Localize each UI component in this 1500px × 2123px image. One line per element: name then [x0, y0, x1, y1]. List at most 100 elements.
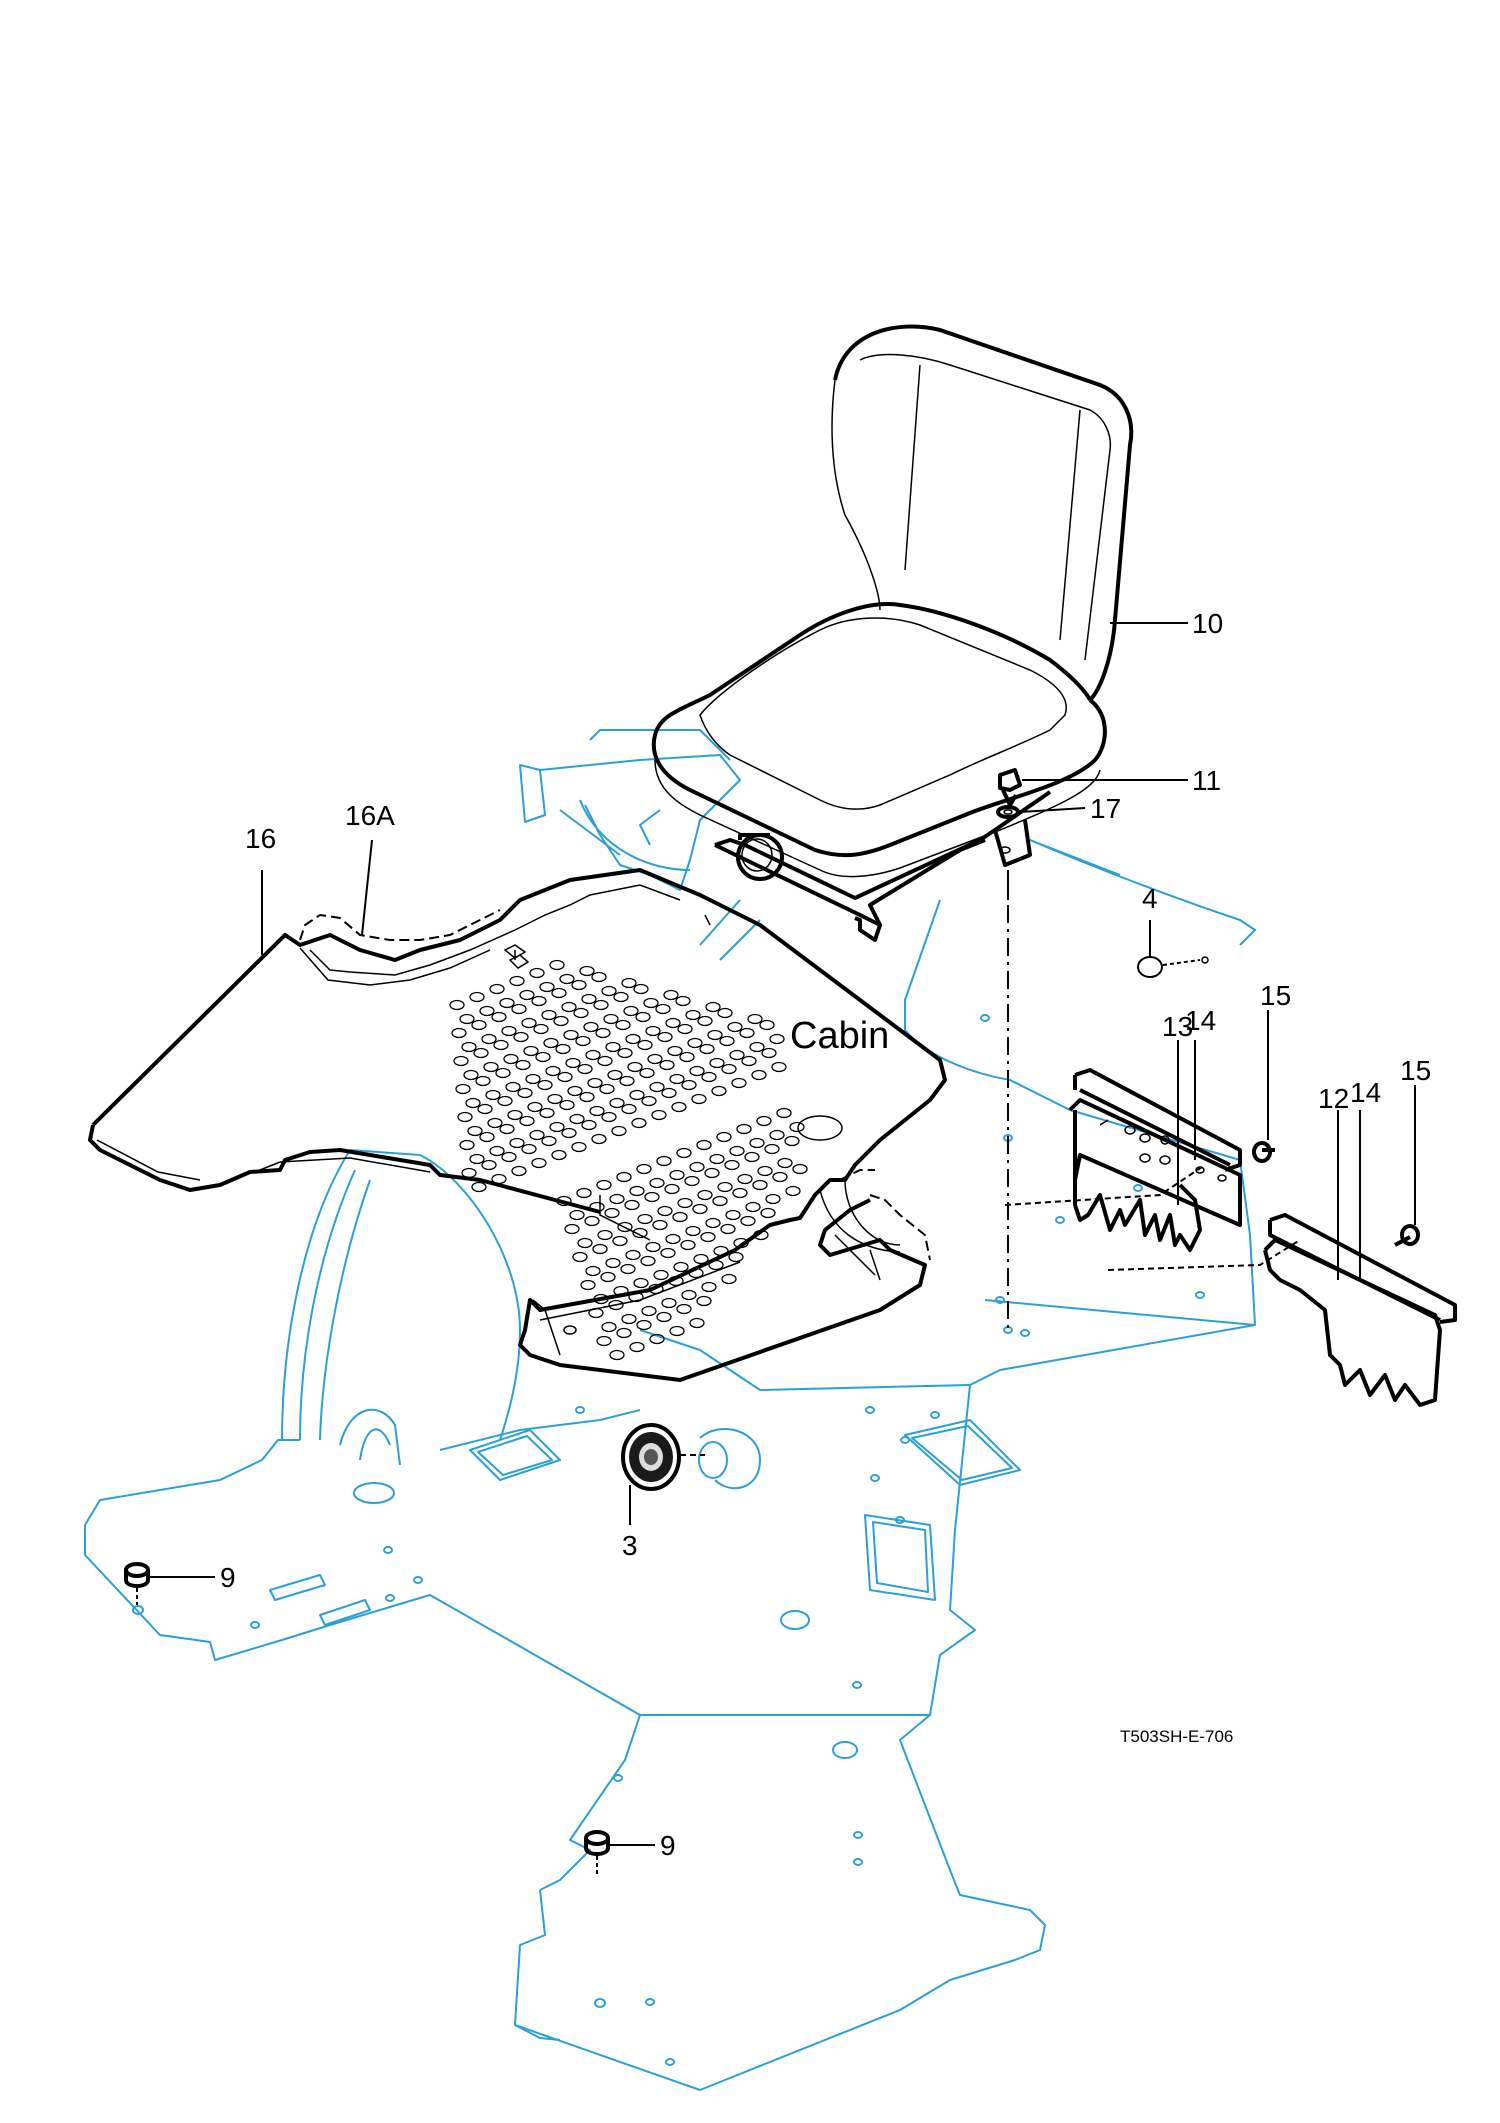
tread-oval: [720, 1223, 736, 1235]
tread-oval: [577, 1063, 593, 1075]
tread-oval: [461, 1041, 477, 1053]
drawing-code: T503SH-E-706: [1120, 1727, 1233, 1746]
tread-oval: [604, 1207, 620, 1219]
tread-oval: [739, 1027, 755, 1039]
tread-oval: [777, 1157, 793, 1169]
tread-oval: [716, 1131, 732, 1143]
tread-oval: [669, 1073, 685, 1085]
tread-oval: [697, 1189, 713, 1201]
callout-15-lower: 15: [1400, 1055, 1431, 1086]
tread-oval: [660, 1247, 676, 1259]
tread-oval: [600, 1271, 616, 1283]
tread-oval: [499, 997, 515, 1009]
tread-oval: [519, 1115, 535, 1127]
tread-oval: [725, 1209, 741, 1221]
tread-oval: [585, 1049, 601, 1061]
tread-oval: [521, 1017, 537, 1029]
tread-oval: [499, 1123, 515, 1135]
tread-oval: [620, 1263, 636, 1275]
tread-oval: [584, 1215, 600, 1227]
floor-mat: [88, 868, 947, 1382]
tread-oval: [581, 993, 597, 1005]
tread-oval: [593, 1293, 609, 1305]
tread-oval: [531, 1157, 547, 1169]
tread-oval: [539, 1107, 555, 1119]
tread-oval: [736, 1123, 752, 1135]
tread-oval: [555, 1043, 571, 1055]
tread-oval: [509, 1137, 525, 1149]
tread-oval: [789, 1121, 805, 1133]
tread-oval: [541, 1009, 557, 1021]
tread-oval: [692, 1203, 708, 1215]
tread-oval: [473, 1047, 489, 1059]
tread-oval: [629, 1185, 645, 1197]
tread-oval: [679, 1051, 695, 1063]
tread-oval: [673, 1261, 689, 1273]
tread-oval: [491, 1173, 507, 1185]
callout-15-upper: 15: [1260, 980, 1291, 1011]
tread-oval: [467, 1125, 483, 1137]
tread-oval: [704, 1167, 720, 1179]
tread-oval: [696, 1295, 712, 1307]
tread-oval: [561, 1001, 577, 1013]
tread-oval: [477, 1103, 493, 1115]
tread-oval: [681, 1079, 697, 1091]
tread-oval: [659, 1059, 675, 1071]
tread-oval: [713, 1245, 729, 1257]
tread-oval: [667, 1045, 683, 1057]
callout-16a: 16A: [345, 800, 395, 831]
tread-oval: [617, 1221, 633, 1233]
tread-oval: [688, 1267, 704, 1279]
tread-oval: [675, 995, 691, 1007]
tread-oval: [652, 1219, 668, 1231]
tread-oval: [531, 995, 547, 1007]
tread-oval: [469, 1153, 485, 1165]
tread-oval: [589, 1105, 605, 1117]
tread-oval: [525, 1073, 541, 1085]
tread-oval: [636, 1319, 652, 1331]
tread-oval: [677, 1197, 693, 1209]
tread-oval: [521, 1143, 537, 1155]
tread-oval: [648, 1283, 664, 1295]
tread-oval: [629, 1341, 645, 1353]
tread-oval: [719, 1035, 735, 1047]
tread-oval: [628, 1291, 644, 1303]
tread-oval: [579, 965, 595, 977]
tread-oval: [731, 1077, 747, 1089]
tread-oval: [549, 959, 565, 971]
tread-oval: [625, 1249, 641, 1261]
tread-oval: [556, 1195, 572, 1207]
tread-oval: [479, 1005, 495, 1017]
tread-oval: [691, 1093, 707, 1105]
screw-part-15-lower: [1394, 1085, 1420, 1247]
tread-oval: [689, 1317, 705, 1329]
tread-oval: [721, 1063, 737, 1075]
callout-12: 12: [1318, 1083, 1349, 1114]
plug-part-9-lower: [584, 1830, 655, 1876]
tread-oval: [671, 1101, 687, 1113]
tread-oval: [749, 1041, 765, 1053]
tread-oval: [701, 1071, 717, 1083]
tread-oval: [623, 1005, 639, 1017]
tread-oval: [663, 989, 679, 1001]
callout-17: 17: [1090, 793, 1121, 824]
tread-oval: [607, 1069, 623, 1081]
tread-oval: [656, 1155, 672, 1167]
tread-oval: [613, 991, 629, 1003]
tread-oval: [651, 1109, 667, 1121]
tread-oval: [593, 999, 609, 1011]
diagram-title: Cabin: [790, 1015, 889, 1057]
tread-oval: [513, 1031, 529, 1043]
tread-oval: [649, 1177, 665, 1189]
tread-oval: [455, 1083, 471, 1095]
tread-oval: [573, 1007, 589, 1019]
tread-oval: [576, 1187, 592, 1199]
tread-oval: [583, 1021, 599, 1033]
tread-oval: [483, 1061, 499, 1073]
tread-oval: [616, 1327, 632, 1339]
tread-oval: [656, 1311, 672, 1323]
tread-oval: [481, 1159, 497, 1171]
tread-oval: [559, 1099, 575, 1111]
tread-oval: [751, 1069, 767, 1081]
callout-9-lower: 9: [660, 1830, 676, 1861]
